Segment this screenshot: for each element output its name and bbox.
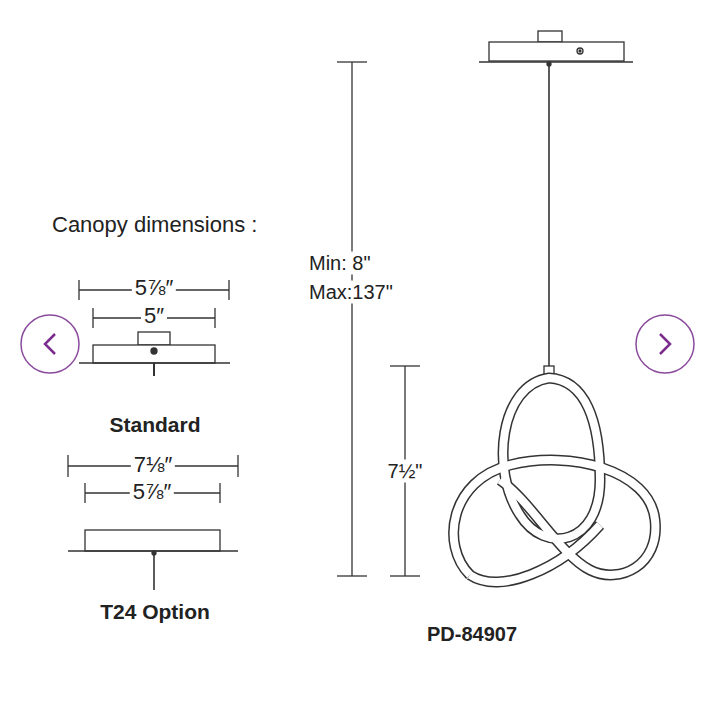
knot-pendant [454, 378, 656, 582]
model-number: PD-84907 [424, 623, 520, 646]
dimension-label: Max:137" [306, 281, 396, 304]
height-dimension [337, 62, 367, 576]
dimension-label: 5⅞″ [132, 275, 176, 300]
dimension-label: Min: 8" [306, 252, 374, 275]
section-heading: Canopy dimensions : [49, 212, 260, 237]
dimension-label: 5⅞″ [130, 479, 174, 504]
dimension-label: 7½" [385, 460, 426, 483]
dimension-label: 7⅛″ [131, 452, 175, 477]
nav-next [636, 315, 694, 373]
pendant-canopy [479, 31, 633, 378]
nav-previous [21, 315, 79, 373]
dimension-label: 5″ [141, 303, 167, 328]
variant-label: Standard [106, 413, 203, 437]
variant-label: T24 Option [97, 600, 213, 624]
